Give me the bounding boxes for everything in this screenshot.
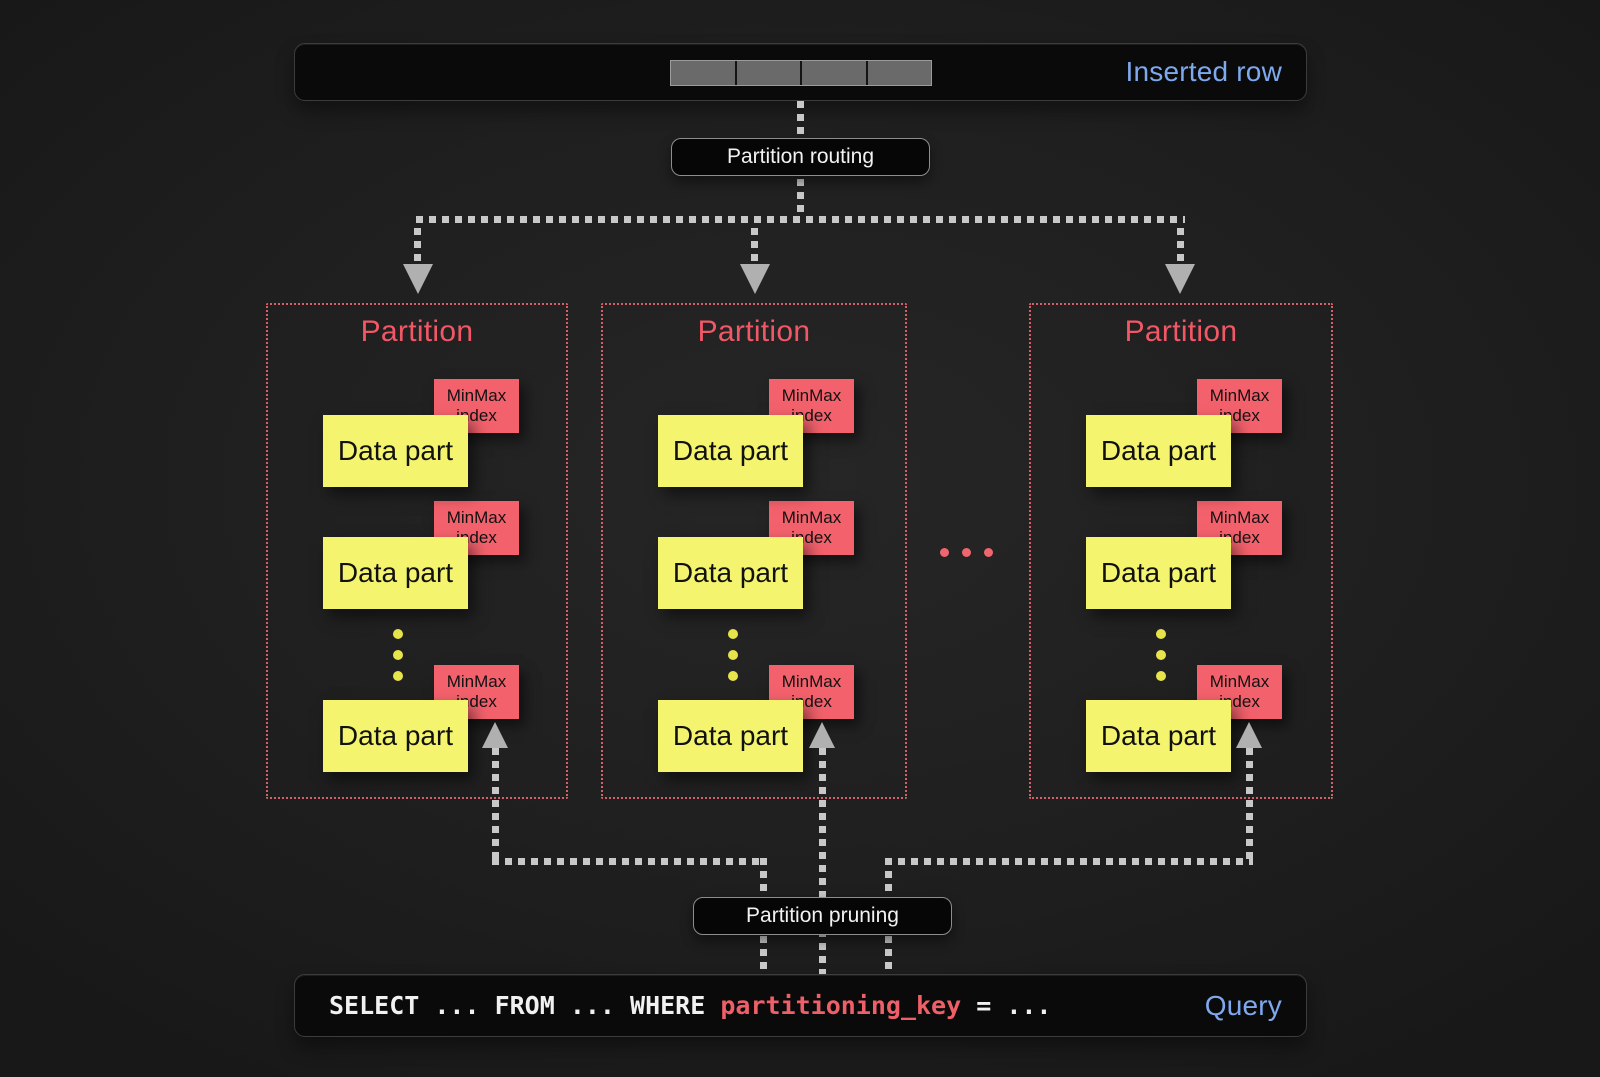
pruning-line-right-horizontal xyxy=(885,858,1253,865)
partition-pruning-label: Partition pruning xyxy=(693,897,952,935)
inserted-row-bar: Inserted row xyxy=(294,43,1307,101)
query-partitioning-key: partitioning_key xyxy=(720,991,962,1020)
row-cell xyxy=(802,61,866,85)
inserted-row-label: Inserted row xyxy=(1125,56,1282,87)
vertical-ellipsis-dot xyxy=(393,629,403,639)
routing-branch-line-middle xyxy=(751,228,758,266)
data-part: Data part xyxy=(1086,537,1231,609)
pruning-line-middle-vertical xyxy=(819,748,826,974)
query-label: Query xyxy=(1204,989,1282,1021)
data-part: Data part xyxy=(1086,700,1231,772)
vertical-ellipsis-dot xyxy=(1156,671,1166,681)
row-cell xyxy=(671,61,735,85)
partition-title: Partition xyxy=(1124,315,1238,348)
partition-gap-ellipsis xyxy=(940,548,993,557)
pruning-line-right-vertical xyxy=(1246,748,1253,863)
partition-box-2: Partition MinMax index Data part MinMax … xyxy=(601,303,907,799)
partition-title: Partition xyxy=(360,315,474,348)
query-text: SELECT ... FROM ... WHERE partitioning_k… xyxy=(329,975,1051,1036)
query-bar: SELECT ... FROM ... WHERE partitioning_k… xyxy=(294,974,1307,1037)
data-part: Data part xyxy=(323,700,468,772)
data-part: Data part xyxy=(1086,415,1231,487)
row-cell xyxy=(867,61,931,85)
pruning-line-left-vertical xyxy=(492,748,499,863)
data-part: Data part xyxy=(323,537,468,609)
arrow-down-icon xyxy=(403,264,433,294)
routing-branch-line-left xyxy=(414,228,421,266)
data-part: Data part xyxy=(658,537,803,609)
row-cell xyxy=(736,61,800,85)
arrow-down-icon xyxy=(740,264,770,294)
partition-title: Partition xyxy=(697,315,811,348)
arrow-down-icon xyxy=(1165,264,1195,294)
ellipsis-dot xyxy=(984,548,993,557)
vertical-ellipsis-dot xyxy=(728,650,738,660)
routing-horizontal-line xyxy=(416,216,1185,223)
vertical-ellipsis-dot xyxy=(728,671,738,681)
pruning-line-left-horizontal xyxy=(492,858,767,865)
query-after-key: = ... xyxy=(961,991,1052,1020)
data-part: Data part xyxy=(658,415,803,487)
vertical-ellipsis-dot xyxy=(728,629,738,639)
vertical-ellipsis-dot xyxy=(1156,629,1166,639)
partition-box-1: Partition MinMax index Data part MinMax … xyxy=(266,303,568,799)
data-part: Data part xyxy=(658,700,803,772)
partition-box-3: Partition MinMax index Data part MinMax … xyxy=(1029,303,1333,799)
vertical-ellipsis-dot xyxy=(1156,650,1166,660)
vertical-ellipsis-dot xyxy=(393,650,403,660)
ellipsis-dot xyxy=(962,548,971,557)
ellipsis-dot xyxy=(940,548,949,557)
partition-routing-label: Partition routing xyxy=(671,138,930,176)
vertical-ellipsis-dot xyxy=(393,671,403,681)
routing-branch-line-right xyxy=(1177,228,1184,266)
query-before-key: SELECT ... FROM ... WHERE xyxy=(329,991,721,1020)
data-part: Data part xyxy=(323,415,468,487)
inserted-row-cells xyxy=(670,60,932,86)
